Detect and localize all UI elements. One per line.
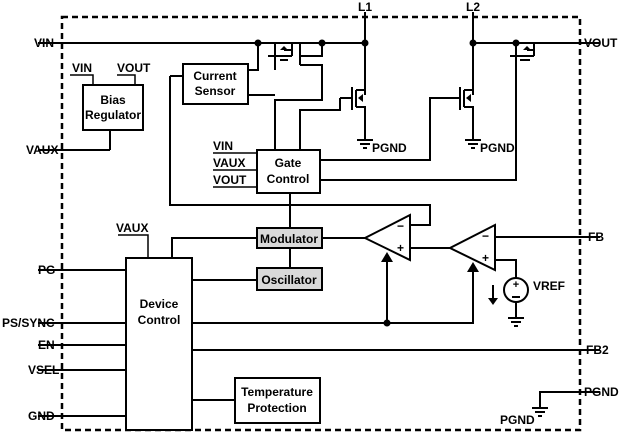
gate-vout-label: VOUT — [213, 173, 247, 187]
current-sensor-block — [182, 63, 249, 105]
p-switch-1-arrow — [280, 46, 288, 50]
bias-regulator-line1: Bias — [100, 93, 126, 107]
comparator-amplifier — [362, 213, 411, 262]
gate-control-line1: Gate — [275, 156, 302, 170]
temperature-protection-line2: Protection — [247, 401, 306, 415]
gate-control-block — [256, 149, 321, 194]
p-switch-1 — [268, 43, 323, 70]
vref-wire — [495, 259, 517, 278]
pin-pgnd: PGND — [584, 385, 619, 399]
comparator-plus: + — [397, 241, 404, 255]
pin-vaux: VAUX — [26, 143, 58, 157]
pgnd-symbol-2 — [465, 125, 481, 149]
current-sense-feedback — [169, 75, 431, 226]
pin-vout: VOUT — [584, 36, 618, 50]
bias-vout-label: VOUT — [117, 61, 151, 75]
device-control-line2: Control — [138, 313, 181, 327]
pin-pg: PG — [38, 263, 55, 277]
p-switch-2-gate — [320, 56, 517, 181]
gate-vaux-label: VAUX — [213, 156, 245, 170]
n-switch-2-arrow — [466, 94, 471, 102]
device-vaux-label: VAUX — [116, 221, 148, 235]
gate-vin-label: VIN — [213, 139, 233, 153]
pgnd-label-3: PGND — [500, 413, 535, 427]
bias-regulator-line2: Regulator — [85, 108, 141, 122]
chip-boundary — [60, 15, 582, 432]
temperature-protection-block — [234, 377, 321, 424]
oscillator-label: Oscillator — [261, 273, 317, 287]
control-feedback-wire — [192, 270, 474, 324]
vref-label: VREF — [533, 279, 565, 293]
error-amp-plus: + — [482, 251, 489, 265]
pin-fb: FB — [588, 230, 604, 244]
bias-vout-input — [117, 74, 136, 85]
temperature-protection-line1: Temperature — [241, 385, 313, 399]
comparator-minus: − — [397, 219, 404, 233]
p-switch-2-arrow — [523, 46, 531, 50]
pin-vin: VIN — [34, 36, 54, 50]
pin-gnd: GND — [28, 409, 55, 423]
current-sensor-line1: Current — [193, 69, 236, 83]
p-switch-2 — [510, 43, 535, 61]
error-amplifier — [447, 223, 496, 272]
bias-vin-label: VIN — [72, 61, 92, 75]
pin-en: EN — [38, 338, 55, 352]
pgnd-wire — [532, 391, 600, 417]
vref-plus-sign: + — [513, 279, 519, 291]
vref-arrow-head — [488, 298, 498, 305]
pgnd-label-2: PGND — [480, 141, 515, 155]
error-amp-minus: − — [482, 229, 489, 243]
pin-vsel: VSEL — [28, 363, 59, 377]
modulator-label: Modulator — [260, 232, 318, 246]
current-sensor-line2: Sensor — [195, 84, 236, 98]
p-switch-1-gate — [274, 43, 323, 150]
n-switch-1-gate — [299, 98, 341, 150]
device-control-block — [125, 257, 193, 431]
gate-control-line2: Control — [267, 172, 310, 186]
n-switch-1 — [340, 80, 366, 125]
pin-l2: L2 — [466, 0, 480, 14]
pgnd-label-1: PGND — [372, 141, 407, 155]
vin-sense-wire — [248, 43, 259, 71]
vref-ground — [508, 302, 524, 327]
device-vaux-input — [118, 234, 149, 258]
pgnd-symbol-1 — [357, 125, 373, 149]
feedback-arrow-1 — [381, 252, 393, 262]
n-switch-2 — [440, 80, 474, 125]
feedback-arrow-2 — [467, 262, 479, 272]
device-to-modulator — [171, 237, 257, 258]
bias-regulator-block — [82, 84, 144, 131]
pin-fb2: FB2 — [586, 343, 609, 357]
device-control-line1: Device — [140, 297, 179, 311]
n-switch-2-gate — [320, 97, 440, 161]
pin-ps-sync: PS/SYNC — [2, 316, 55, 330]
pin-l1: L1 — [358, 0, 372, 14]
n-switch-1-arrow — [358, 94, 363, 102]
bias-vin-input — [70, 74, 94, 85]
